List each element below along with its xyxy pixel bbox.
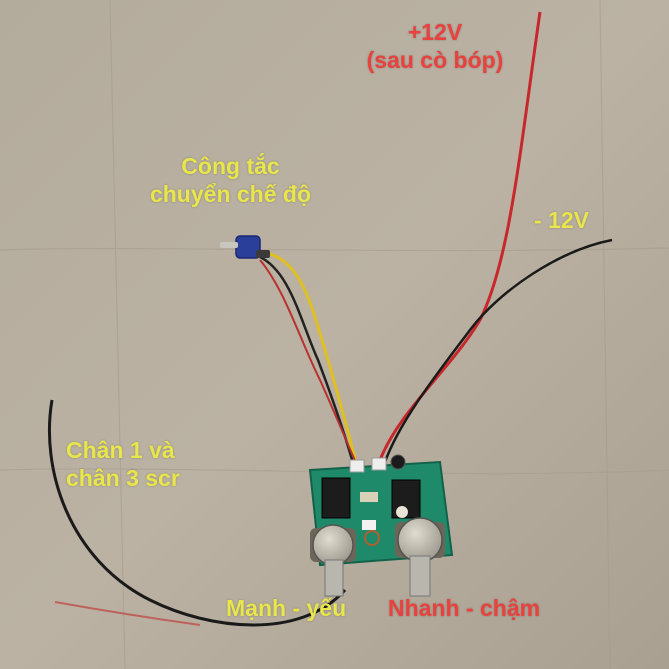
plus12v-red-wire: [378, 11, 542, 461]
plus12v-line2: (sau cò bóp): [366, 47, 504, 73]
switch-yellow-wire: [261, 250, 360, 471]
mode-switch-component: [220, 235, 270, 259]
minus12v-label: - 12V: [534, 207, 589, 233]
scr-pins-line2: chân 3 scr: [66, 465, 180, 491]
minus12v-black-wire: [383, 238, 613, 463]
mode-switch-line2: chuyển chế độ: [149, 181, 312, 207]
scr-black-wire: [47, 399, 347, 627]
strong-weak-potentiometer: [310, 524, 356, 597]
fast-slow-label: Nhanh - chậm: [388, 595, 541, 621]
plus12v-line1: +12V: [407, 19, 463, 45]
fast-slow-potentiometer: [395, 517, 445, 597]
mode-switch-line1: Công tắc: [181, 153, 280, 179]
switch-red-wire: [259, 259, 361, 473]
plus12v-label: +12V (sau cò bóp): [350, 18, 520, 74]
scr-pins-label: Chân 1 và chân 3 scr: [66, 436, 180, 492]
scr-pins-line1: Chân 1 và: [66, 437, 175, 463]
strong-weak-label: Mạnh - yếu: [226, 595, 347, 621]
mode-switch-label: Công tắc chuyển chế độ: [128, 152, 333, 208]
scr-red-wire: [54, 601, 201, 626]
